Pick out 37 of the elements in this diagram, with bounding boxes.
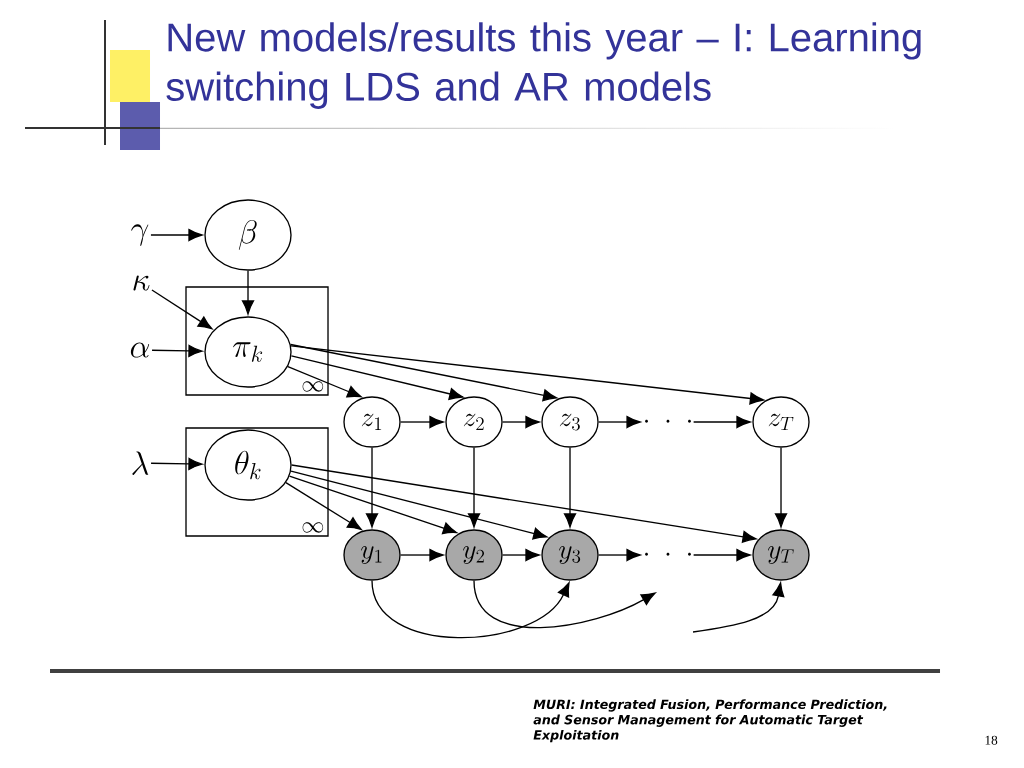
arrow	[598, 548, 641, 562]
arrow	[241, 270, 255, 315]
arrow	[151, 289, 213, 330]
variable-symbol: $\alpha$	[130, 342, 150, 358]
arrow	[502, 415, 540, 429]
page-number: 18	[985, 735, 998, 745]
arrow	[290, 343, 558, 402]
arrow	[290, 355, 464, 400]
arrow	[502, 548, 540, 562]
arrow	[365, 447, 379, 528]
arrow	[287, 365, 362, 398]
arrow	[290, 345, 764, 405]
arrow	[290, 470, 548, 540]
arrow	[400, 548, 444, 562]
arrow	[774, 447, 788, 528]
ellipsis-dots: $\cdot\;\cdot\;\cdot$	[645, 419, 691, 423]
arrow	[291, 464, 757, 543]
arrow	[288, 475, 458, 535]
variable-symbol: $\kappa$	[133, 275, 150, 291]
arrow	[563, 447, 577, 528]
arrow	[598, 415, 641, 429]
variable-symbol: $\gamma$	[131, 224, 149, 246]
arrow	[150, 457, 203, 471]
arrow	[692, 582, 785, 633]
slide-title: New models/results this year – I: Learning switching LDS and AR models	[166, 22, 921, 109]
ellipsis-dots: $\cdot\;\cdot\;\cdot$	[645, 552, 691, 556]
arrow	[692, 548, 751, 562]
arrow	[692, 415, 751, 429]
arrow	[400, 415, 444, 429]
variable-symbol: $\lambda$	[132, 451, 149, 475]
footer-text: MURI: Integrated Fusion, Performance Prediction, and Sensor Management for Automatic Target Exploitation	[533, 699, 887, 743]
arrow	[151, 344, 203, 357]
arrow	[467, 447, 481, 528]
arrow	[473, 580, 656, 629]
arrow	[285, 482, 362, 530]
arrow	[150, 228, 203, 242]
arrow	[371, 580, 570, 639]
